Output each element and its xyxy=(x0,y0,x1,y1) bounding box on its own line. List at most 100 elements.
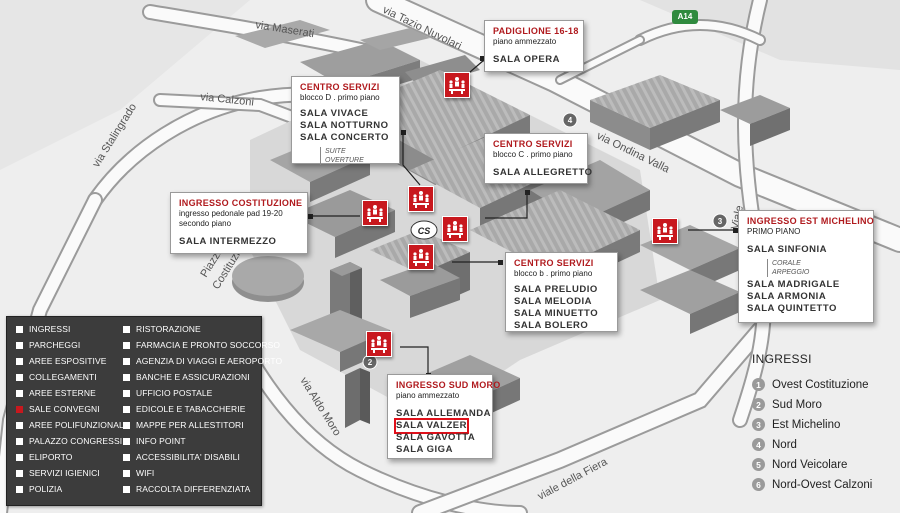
entrance-number: 6 xyxy=(752,478,765,491)
label-centro-b-sub: blocco b . primo piano xyxy=(514,269,593,278)
meeting-room-icon-centro-b[interactable] xyxy=(408,244,434,270)
label-michelino[interactable]: INGRESSO EST MICHELINO PRIMO PIANO SALA … xyxy=(738,210,874,323)
room-notturno[interactable]: SALA NOTTURNO xyxy=(300,120,389,131)
meeting-room-icon-centro-c[interactable] xyxy=(442,216,468,242)
room-madrigale[interactable]: SALA MADRIGALE xyxy=(747,279,840,290)
legend-item-banche[interactable]: BANCHE E ASSICURAZIONI xyxy=(123,372,250,382)
map-badge-4-label: 4 xyxy=(568,116,573,125)
meeting-room-icon-sudmoro[interactable] xyxy=(366,331,392,357)
cs-marker[interactable]: CS xyxy=(410,220,438,240)
legend-label: ELIPORTO xyxy=(29,452,73,462)
legend-item-servizi-igienici[interactable]: SERVIZI IGIENICI xyxy=(16,468,100,478)
label-centro-c-title: CENTRO SERVIZI xyxy=(493,139,573,149)
legend-item-parcheggi[interactable]: PARCHEGGI xyxy=(16,340,80,350)
legend-item-ingressi[interactable]: INGRESSI xyxy=(16,324,70,334)
legend-label: WIFI xyxy=(136,468,155,478)
a14-motorway-badge: A14 xyxy=(672,10,698,24)
legend-box xyxy=(123,357,130,365)
legend-label: SERVIZI IGIENICI xyxy=(29,468,100,478)
entrance-name: Est Michelino xyxy=(772,418,841,431)
label-costituzione[interactable]: INGRESSO COSTITUZIONE ingresso pedonale … xyxy=(170,192,308,254)
legend-box-selected xyxy=(16,405,23,413)
legend-box xyxy=(123,373,130,381)
room-allegretto[interactable]: SALA ALLEGRETTO xyxy=(493,167,593,178)
legend-box xyxy=(123,485,130,493)
room-opera[interactable]: SALA OPERA xyxy=(493,54,560,65)
label-padiglione-sub: piano ammezzato xyxy=(493,37,557,46)
room-valzer[interactable]: SALA VALZER xyxy=(394,418,469,434)
label-sudmoro[interactable]: INGRESSO SUD MORO piano ammezzato SALA A… xyxy=(387,374,500,459)
label-centro-b[interactable]: CENTRO SERVIZI blocco b . primo piano SA… xyxy=(505,252,618,332)
legend-box xyxy=(16,341,23,349)
legend-box xyxy=(123,325,130,333)
label-costituzione-sub-1: ingresso pedonale pad 19-20 xyxy=(179,209,283,218)
legend-box xyxy=(16,437,23,445)
meeting-room-icon-costituzione[interactable] xyxy=(362,200,388,226)
legend-item-farmacia[interactable]: FARMACIA E PRONTO SOCCORSO xyxy=(123,340,280,350)
label-michelino-title: INGRESSO EST MICHELINO xyxy=(747,216,875,226)
legend-label: PARCHEGGI xyxy=(29,340,81,350)
street-calzoni: via Calzoni xyxy=(200,91,255,109)
room-preludio[interactable]: SALA PRELUDIO xyxy=(514,284,598,295)
legend-item-aree-espositive[interactable]: AREE ESPOSITIVE xyxy=(16,356,107,366)
legend-label: COLLEGAMENTI xyxy=(29,372,97,382)
legend-box xyxy=(123,437,130,445)
room-gavotta[interactable]: SALA GAVOTTA xyxy=(396,432,476,443)
room-giga[interactable]: SALA GIGA xyxy=(396,444,453,455)
label-centro-c-sub: blocco C . primo piano xyxy=(493,150,573,159)
legend-label: AREE ESTERNE xyxy=(29,388,96,398)
cs-marker-label: CS xyxy=(418,226,431,236)
legend-item-aree-polifunzionali[interactable]: AREE POLIFUNZIONALI xyxy=(16,420,126,430)
legend-label: POLIZIA xyxy=(29,484,63,494)
legend-box xyxy=(16,485,23,493)
label-costituzione-sub-2: secondo piano xyxy=(179,219,232,228)
label-padiglione[interactable]: PADIGLIONE 16-18 piano ammezzato SALA OP… xyxy=(484,20,584,72)
legend-item-edicole[interactable]: EDICOLE E TABACCHERIE xyxy=(123,404,245,414)
legend-item-info-point[interactable]: INFO POINT xyxy=(123,436,186,446)
legend-item-agenzia-viaggi[interactable]: AGENZIA DI VIAGGI E AEROPORTO xyxy=(123,356,282,366)
legend-item-ristorazione[interactable]: RISTORAZIONE xyxy=(123,324,201,334)
corale-line-2: ARPEGGIO xyxy=(772,269,810,276)
legend-item-raccolta[interactable]: RACCOLTA DIFFERENZIATA xyxy=(123,484,250,494)
legend-item-wifi[interactable]: WIFI xyxy=(123,468,154,478)
room-melodia[interactable]: SALA MELODIA xyxy=(514,296,592,307)
legend-item-accessibilita[interactable]: ACCESSIBILITA' DISABILI xyxy=(123,452,240,462)
green-areas xyxy=(0,0,900,170)
legend-label: FARMACIA E PRONTO SOCCORSO xyxy=(136,340,281,350)
room-intermezzo[interactable]: SALA INTERMEZZO xyxy=(179,236,277,247)
legend-item-polizia[interactable]: POLIZIA xyxy=(16,484,62,494)
legend-item-aree-esterne[interactable]: AREE ESTERNE xyxy=(16,388,96,398)
meeting-room-icon-centro-d[interactable] xyxy=(408,186,434,212)
room-allemanda[interactable]: SALA ALLEMANDA xyxy=(396,408,491,419)
label-centro-d[interactable]: CENTRO SERVIZI blocco D . primo piano SA… xyxy=(291,76,400,165)
room-bolero[interactable]: SALA BOLERO xyxy=(514,320,589,331)
legend-item-collegamenti[interactable]: COLLEGAMENTI xyxy=(16,372,97,382)
legend-label: AREE ESPOSITIVE xyxy=(29,356,107,366)
room-vivace[interactable]: SALA VIVACE xyxy=(300,108,369,119)
legend-label: BANCHE E ASSICURAZIONI xyxy=(136,372,250,382)
room-sinfonia[interactable]: SALA SINFONIA xyxy=(747,244,828,255)
entrance-number: 4 xyxy=(752,438,765,451)
room-minuetto[interactable]: SALA MINUETTO xyxy=(514,308,599,319)
legend-item-eliporto[interactable]: ELIPORTO xyxy=(16,452,72,462)
room-concerto[interactable]: SALA CONCERTO xyxy=(300,132,389,143)
legend-item-ufficio-postale[interactable]: UFFICIO POSTALE xyxy=(123,388,212,398)
meeting-room-icon-michelino[interactable] xyxy=(652,218,678,244)
room-quintetto[interactable]: SALA QUINTETTO xyxy=(747,303,837,314)
room-armonia[interactable]: SALA ARMONIA xyxy=(747,291,827,302)
legend-item-palazzo-congressi[interactable]: PALAZZO CONGRESSI xyxy=(16,436,122,446)
legend-item-sale-convegni[interactable]: SALE CONVEGNI xyxy=(16,404,100,414)
label-centro-c[interactable]: CENTRO SERVIZI blocco C . primo piano SA… xyxy=(484,133,593,184)
meeting-room-icon-padiglione[interactable] xyxy=(444,72,470,98)
legend-item-mappe[interactable]: MAPPE PER ALLESTITORI xyxy=(123,420,244,430)
legend-box xyxy=(16,469,23,477)
